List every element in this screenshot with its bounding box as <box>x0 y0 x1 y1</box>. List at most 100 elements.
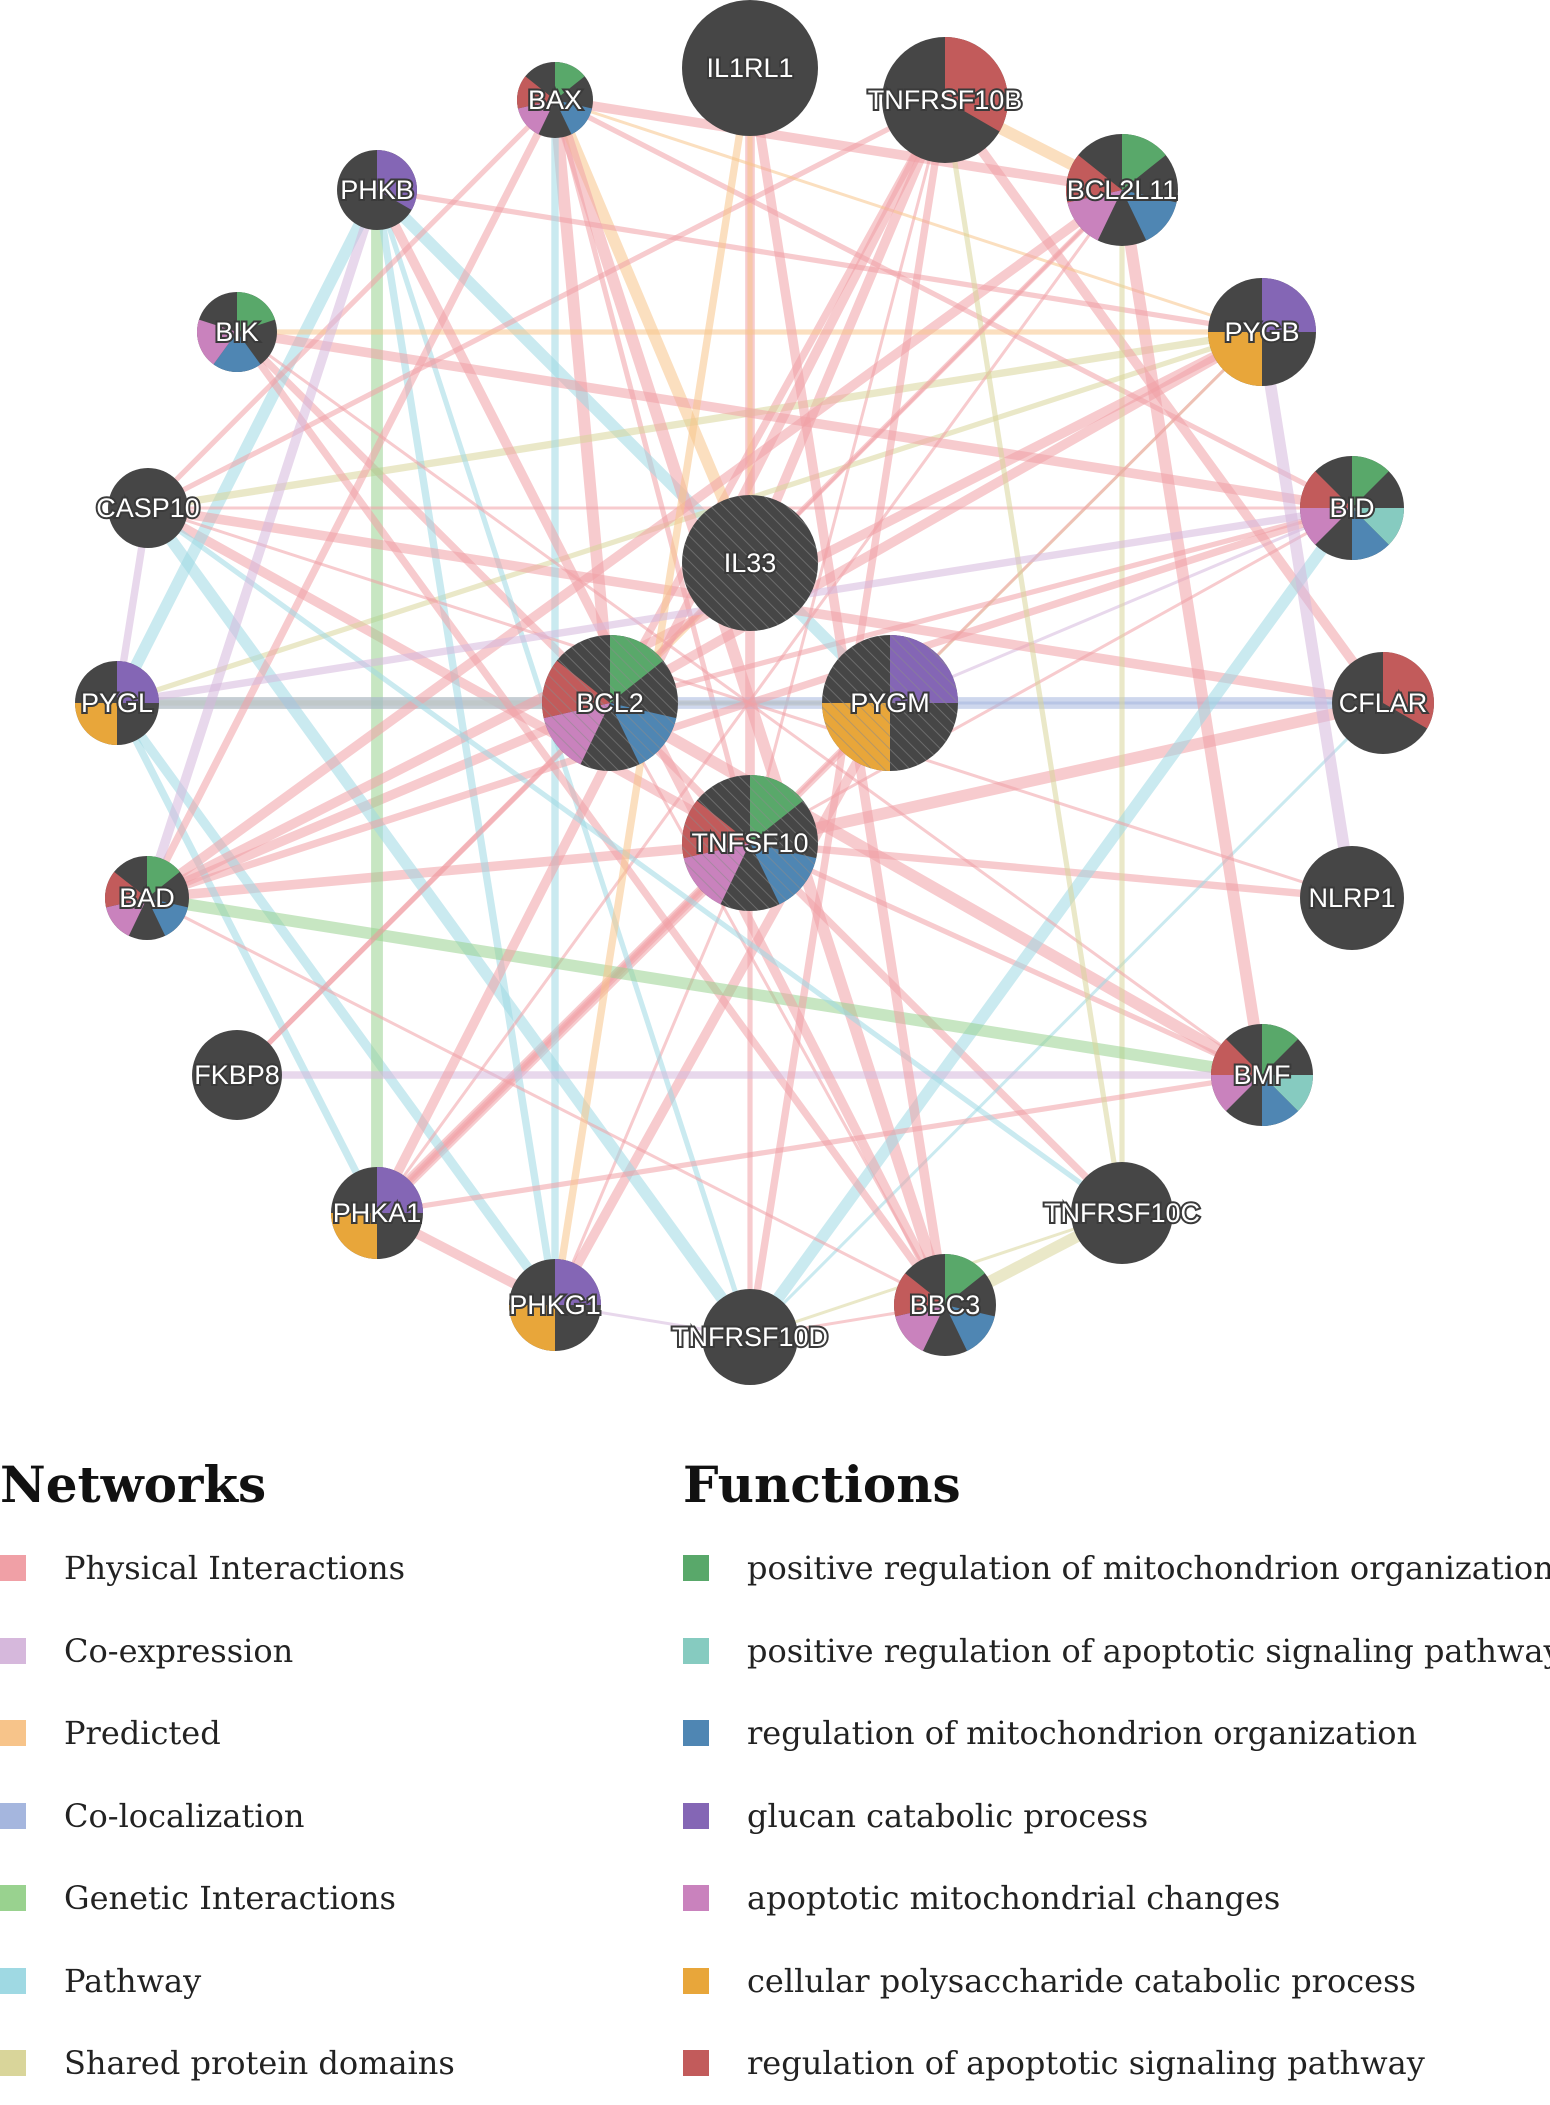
node-function-wedge <box>213 332 261 372</box>
legend-swatch <box>0 1885 26 1912</box>
node-function-wedge <box>75 703 117 745</box>
gene-label: FKBP8 <box>194 1060 280 1090</box>
node-function-wedge <box>945 1254 985 1305</box>
gene-node-tnfrsf10c[interactable]: TNFRSF10C <box>1042 1162 1202 1264</box>
legend-label: Co-expression <box>64 1631 294 1670</box>
network-edge <box>374 1072 1265 1216</box>
gene-node-cflar[interactable]: CFLAR <box>1332 652 1434 754</box>
gene-label: TNFRSF10C <box>1044 1198 1200 1228</box>
legend-swatch <box>683 1967 709 1994</box>
gene-node-nlrp1[interactable]: NLRP1 <box>1300 846 1404 950</box>
gene-node-bbc3[interactable]: BBC3 <box>894 1254 996 1356</box>
gene-node-tnfsf10[interactable]: TNFSF10 <box>682 775 818 911</box>
gene-node-bax[interactable]: BAX <box>517 62 593 138</box>
node-function-wedge <box>117 661 159 703</box>
gene-node-il33[interactable]: IL33 <box>682 495 818 631</box>
gene-node-fkbp8[interactable]: FKBP8 <box>192 1030 282 1120</box>
node-function-wedge <box>237 292 276 332</box>
functions-legend-item: cellular polysaccharide catabolic proces… <box>683 1940 1550 2023</box>
gene-node-casp10[interactable]: CASP10 <box>94 468 202 548</box>
query-gene-hatch <box>542 635 678 771</box>
node-function-wedge <box>105 871 147 908</box>
node-body <box>682 0 818 136</box>
legend-swatch <box>683 1885 709 1912</box>
network-edge <box>747 840 1265 1078</box>
legend-label: Genetic Interactions <box>64 1879 396 1918</box>
legend-label: Co-localization <box>64 1796 305 1835</box>
node-body <box>702 1289 798 1385</box>
gene-node-phka1[interactable]: PHKA1 <box>331 1167 423 1259</box>
gene-node-bid[interactable]: BID <box>1300 456 1404 560</box>
node-function-wedge <box>1262 1024 1299 1075</box>
legend-label: apoptotic mitochondrial changes <box>747 1879 1281 1918</box>
networks-legend-item: Predicted <box>0 1692 455 1775</box>
node-function-wedge <box>555 1259 601 1305</box>
network-edge <box>144 328 1266 512</box>
legend-swatch <box>683 1637 709 1664</box>
node-body <box>1071 1162 1173 1264</box>
gene-label: TNFRSF10B <box>868 85 1023 115</box>
gene-label: PYGB <box>1224 317 1299 347</box>
legend-label: Shared protein domains <box>64 2044 455 2083</box>
networks-legend-item: Co-localization <box>0 1775 455 1858</box>
networks-legend-title: Networks <box>0 1455 267 1514</box>
node-function-wedge <box>1352 508 1389 560</box>
gene-label: PHKB <box>340 175 414 205</box>
networks-legend-item: Co-expression <box>0 1610 455 1693</box>
gene-label: BCL2L11 <box>1067 175 1178 205</box>
legend-swatch <box>683 1555 709 1582</box>
network-edge <box>1116 184 1268 1081</box>
node-function-wedge <box>945 37 1008 132</box>
network-edge <box>143 96 559 902</box>
gene-node-bik[interactable]: BIK <box>196 292 277 372</box>
node-function-wedge <box>331 1213 377 1259</box>
gene-node-phkg1[interactable]: PHKG1 <box>507 1259 603 1351</box>
gene-label: CFLAR <box>1339 688 1428 718</box>
legend-swatch <box>0 1637 26 1664</box>
network-edge <box>142 327 1267 903</box>
gene-node-pygm[interactable]: PYGM <box>822 635 958 771</box>
node-function-wedge <box>555 100 593 135</box>
gene-node-tnfrsf10b[interactable]: TNFRSF10B <box>866 37 1024 163</box>
node-function-wedge <box>147 856 180 898</box>
legend-swatch <box>0 1802 26 1829</box>
node-function-wedge <box>1122 190 1177 241</box>
gene-label: TNFRSF10D <box>672 1322 828 1352</box>
node-function-wedge <box>1352 508 1404 545</box>
node-function-wedge <box>894 1273 945 1317</box>
gene-node-pygl[interactable]: PYGL <box>75 661 159 745</box>
gene-node-il1rl1[interactable]: IL1RL1 <box>682 0 818 136</box>
edge-layer <box>111 63 1389 1343</box>
node-function-wedge <box>1383 652 1434 729</box>
node-function-wedge <box>555 62 585 100</box>
node-function-wedge <box>377 150 418 210</box>
gene-node-bmf[interactable]: BMF <box>1211 1024 1313 1126</box>
networks-legend-item: Pathway <box>0 1940 455 2023</box>
network-edge <box>746 839 1356 902</box>
network-edge <box>748 701 1385 1339</box>
gene-node-bad[interactable]: BAD <box>105 856 189 940</box>
network-edge <box>145 896 947 1307</box>
network-edge <box>233 328 614 707</box>
node-function-wedge <box>1066 155 1122 203</box>
gene-node-tnfrsf10d[interactable]: TNFRSF10D <box>670 1289 830 1385</box>
node-body <box>1300 846 1404 950</box>
network-edge <box>375 330 1264 1215</box>
network-edge <box>112 698 560 1310</box>
gene-node-bcl2[interactable]: BCL2 <box>542 635 678 771</box>
gene-label: TNFSF10 <box>691 828 808 858</box>
gene-node-phkb[interactable]: PHKB <box>337 150 418 230</box>
node-function-wedge <box>1300 471 1352 508</box>
gene-node-bcl2l11[interactable]: BCL2L11 <box>1065 134 1179 246</box>
network-edge <box>145 97 558 511</box>
network-edge <box>232 327 1357 513</box>
gene-label: IL33 <box>724 548 777 578</box>
gene-node-pygb[interactable]: PYGB <box>1208 278 1316 386</box>
legend-label: regulation of mitochondrion organization <box>747 1714 1418 1753</box>
node-body <box>192 1030 282 1120</box>
gene-label: IL1RL1 <box>706 53 793 83</box>
network-edge <box>942 97 1125 1216</box>
